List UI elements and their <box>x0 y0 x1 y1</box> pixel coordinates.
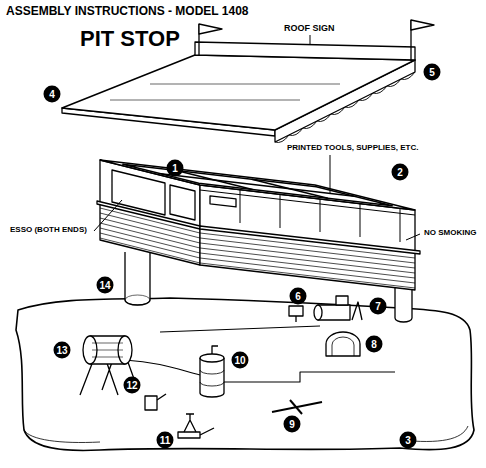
support-pillars <box>395 288 412 322</box>
building <box>200 258 415 283</box>
building <box>177 171 253 190</box>
building <box>100 233 200 258</box>
building <box>100 238 200 263</box>
oil-drum <box>212 346 218 354</box>
air-compressor <box>318 305 350 320</box>
oil-drum <box>200 370 224 386</box>
building <box>100 213 200 238</box>
building <box>200 190 415 215</box>
roof <box>150 84 340 85</box>
part-note: ESSO (BOTH ENDS) <box>8 225 89 234</box>
lug-wrench <box>272 400 322 414</box>
cable-reel <box>92 343 123 344</box>
lug-wrench <box>290 400 302 414</box>
cable-reel <box>92 343 123 357</box>
oil-drum <box>200 346 224 397</box>
callout-number: 2 <box>392 164 409 181</box>
title: ASSEMBLY INSTRUCTIONS - MODEL 1408 <box>6 4 249 18</box>
floor-jack <box>178 414 214 438</box>
building <box>200 248 415 273</box>
hose-reel <box>332 337 354 356</box>
floor-jack <box>184 414 196 432</box>
roof-sign <box>195 42 415 60</box>
building <box>252 179 328 198</box>
ground-pipes <box>125 360 200 375</box>
callout-number: 10 <box>232 352 249 369</box>
cable-reel <box>92 357 123 358</box>
building <box>200 233 415 258</box>
oil-drum <box>200 354 224 362</box>
support-pillars <box>125 295 150 305</box>
callout-number: 3 <box>400 432 417 449</box>
valve <box>295 316 296 322</box>
callout-number: 5 <box>424 64 441 81</box>
floor-jack <box>200 428 214 435</box>
ground-pipes <box>160 326 320 332</box>
building <box>100 208 200 233</box>
oil-can <box>145 394 166 410</box>
callout-number: 8 <box>366 336 383 353</box>
building <box>100 228 200 253</box>
callout-number: 7 <box>370 298 387 315</box>
building <box>97 160 420 290</box>
air-compressor <box>352 302 362 320</box>
leader-lines <box>94 35 420 240</box>
roof-sign <box>411 20 434 30</box>
building <box>200 238 415 263</box>
air-compressor <box>314 296 362 320</box>
callout-number: 4 <box>44 86 61 103</box>
building <box>200 185 415 290</box>
roof <box>62 55 415 130</box>
callout-number: 6 <box>290 288 307 305</box>
ground-pipes <box>125 326 395 382</box>
leader-lines <box>330 155 331 193</box>
building <box>200 243 415 268</box>
cable-reel <box>92 350 123 351</box>
ground-pipes <box>224 372 395 382</box>
model-name: PIT STOP <box>78 26 182 51</box>
building <box>200 253 415 278</box>
callout-number: 11 <box>157 432 174 449</box>
hose-reel <box>326 332 360 356</box>
valve <box>289 306 303 316</box>
building <box>100 208 415 288</box>
oil-drum <box>200 370 224 386</box>
leader-lines <box>406 234 420 240</box>
oil-drum <box>200 358 224 397</box>
support-pillars <box>125 252 150 305</box>
building <box>210 196 236 207</box>
building <box>161 174 355 197</box>
roof <box>62 55 415 143</box>
part-note: ROOF SIGN <box>282 23 337 33</box>
air-compressor <box>336 296 348 305</box>
roof-sign <box>195 20 434 61</box>
oil-can <box>145 396 157 410</box>
building <box>170 185 195 220</box>
part-note: PRINTED TOOLS, SUPPLIES, ETC. <box>285 143 420 152</box>
hose-reel <box>326 332 360 356</box>
callout-number: 13 <box>54 342 71 359</box>
valve <box>289 306 303 322</box>
building <box>200 263 415 288</box>
leader-lines <box>310 35 311 44</box>
roof <box>110 84 340 100</box>
building <box>200 190 415 242</box>
callout-number: 14 <box>97 277 114 294</box>
building <box>100 223 200 248</box>
floor-jack <box>178 432 200 438</box>
roof <box>110 100 300 101</box>
callout-number: 1 <box>167 160 184 177</box>
callout-number: 9 <box>284 416 301 433</box>
building <box>100 218 200 243</box>
leader-lines <box>94 200 122 231</box>
callout-number: 12 <box>124 377 141 394</box>
oil-can <box>157 394 166 400</box>
roof-sign <box>199 24 222 34</box>
part-note: NO SMOKING <box>422 228 478 237</box>
air-compressor <box>314 305 322 320</box>
building <box>200 226 420 254</box>
